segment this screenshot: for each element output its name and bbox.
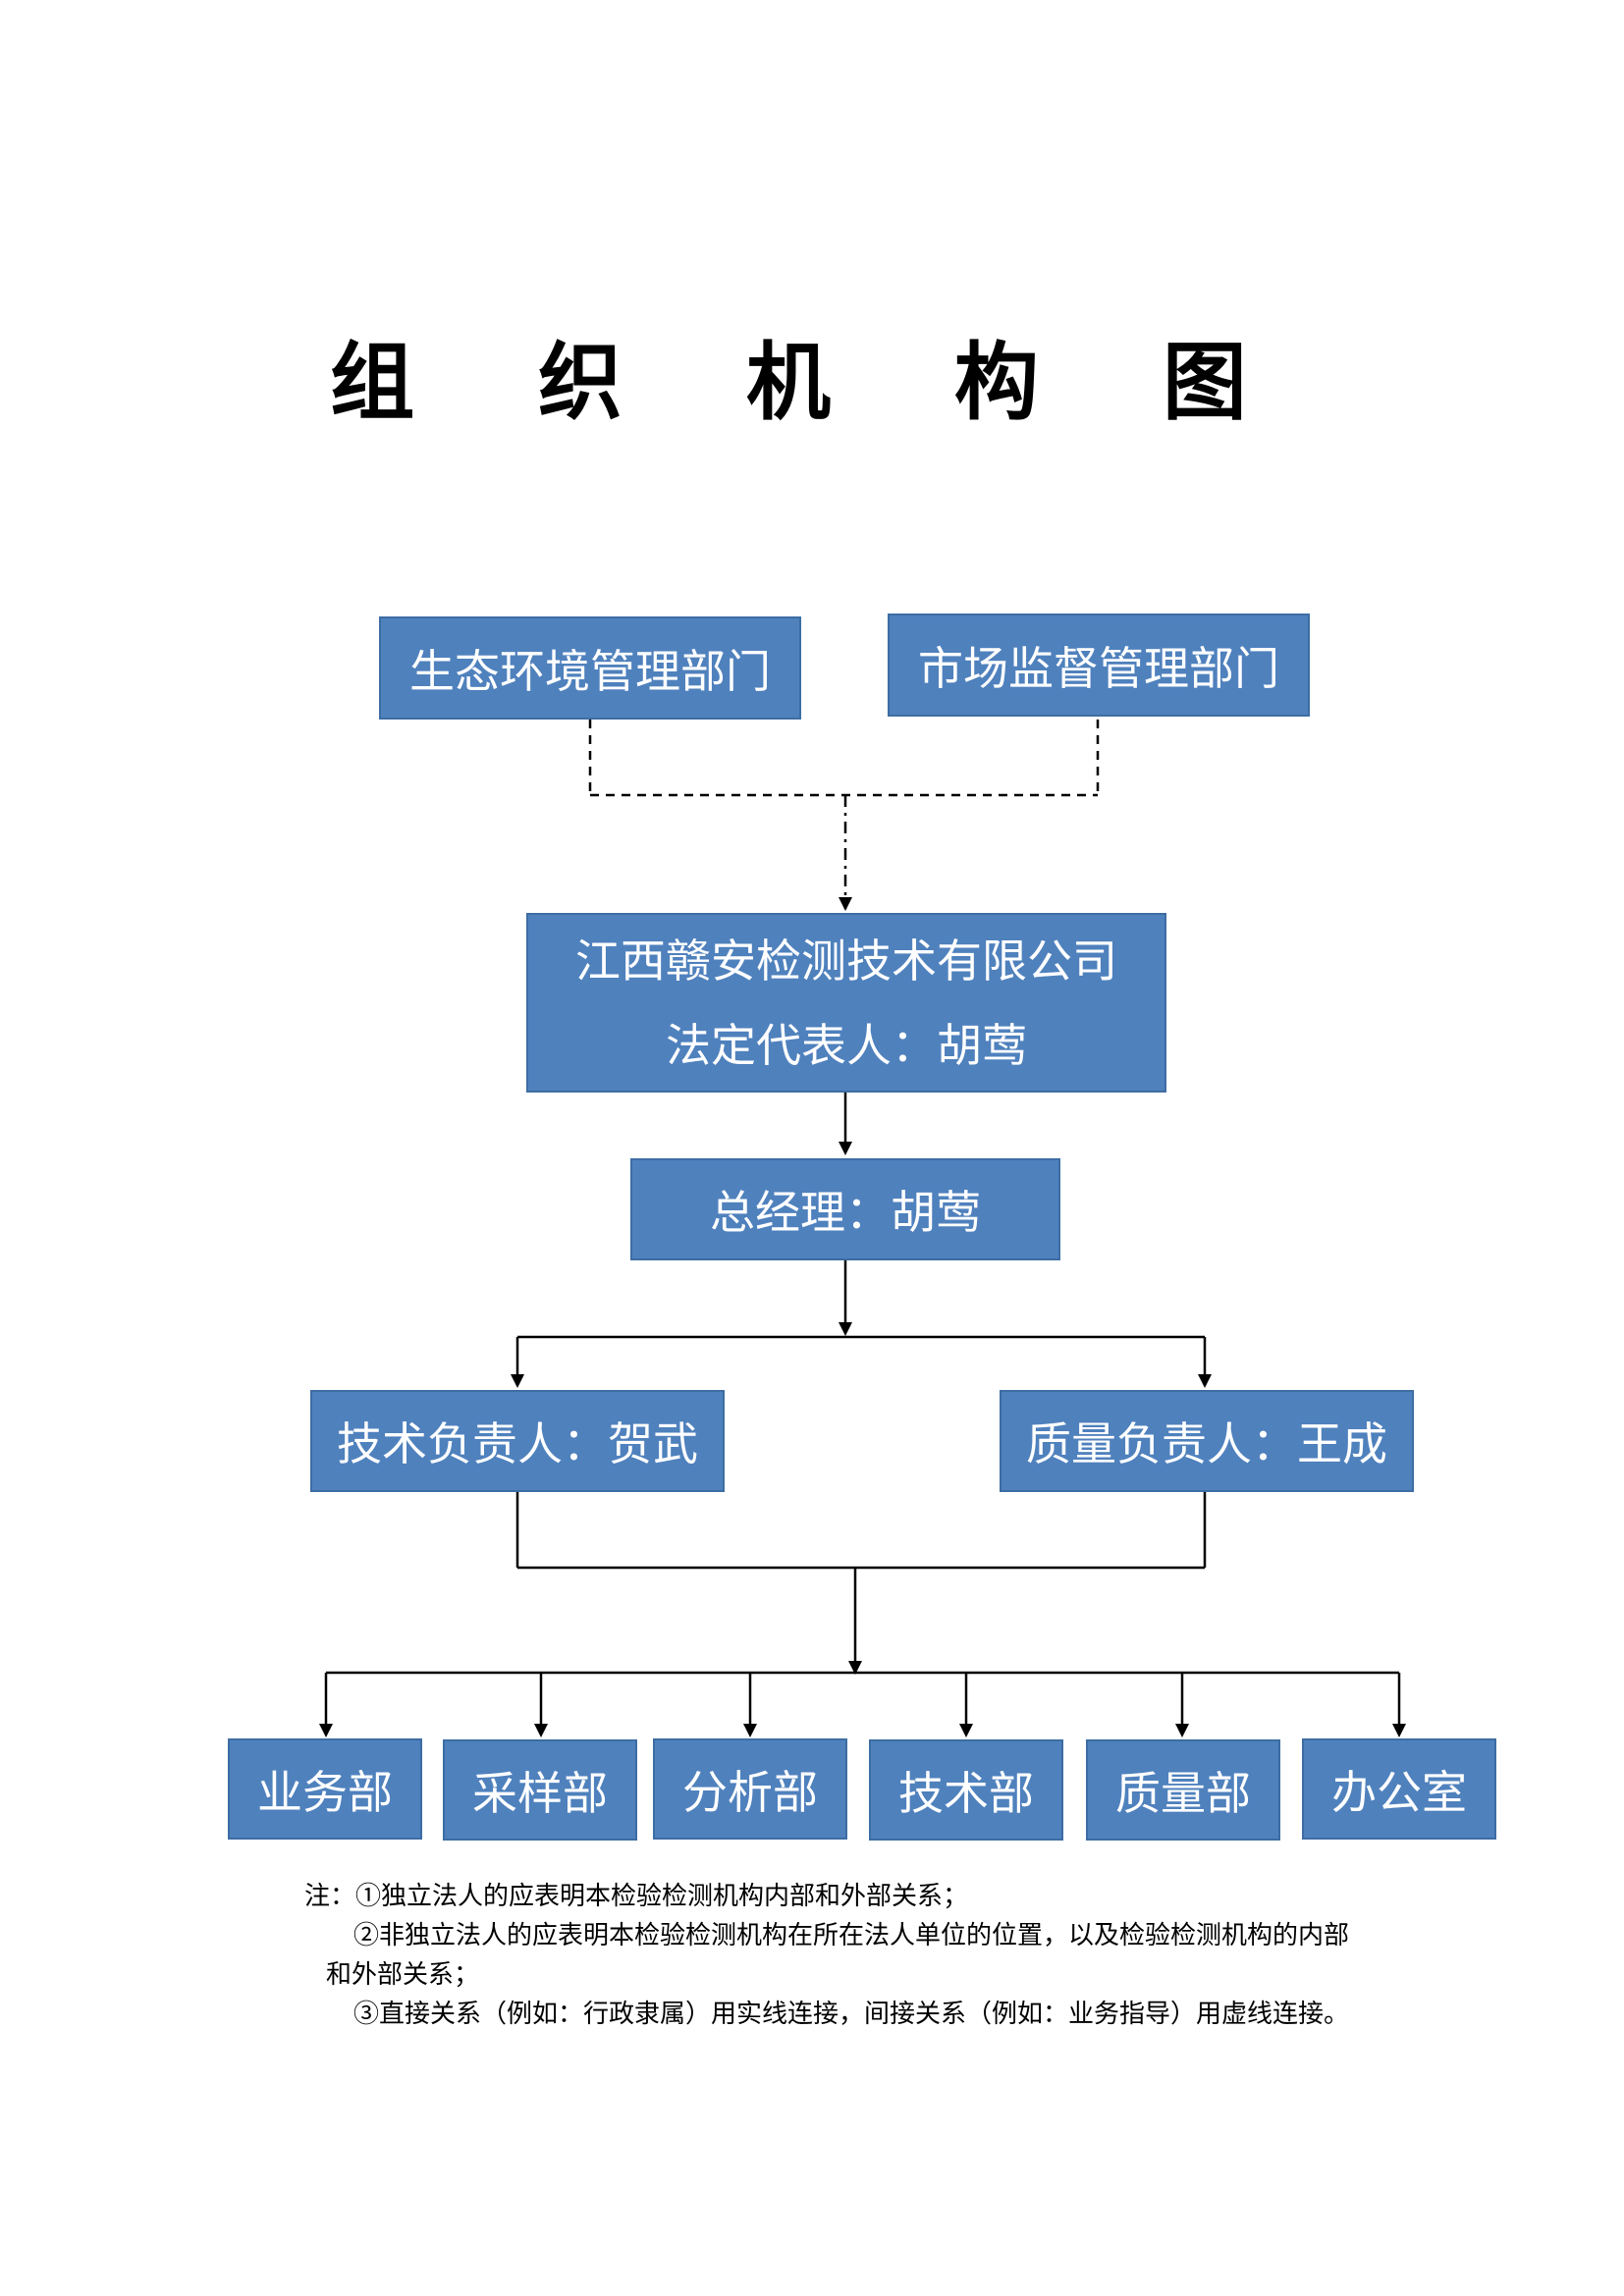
department-box: 质量部 (1086, 1739, 1280, 1841)
company-box: 江西赣安检测技术有限公司 法定代表人：胡莺 (526, 913, 1166, 1093)
direct-connector (324, 1093, 1401, 1728)
quality-manager-box: 质量负责人：王成 (1000, 1390, 1414, 1492)
note-line-2: ②非独立法人的应表明本检验检测机构在所在法人单位的位置，以及检验检测机构的内部 (353, 1921, 1350, 1950)
department-box: 分析部 (653, 1738, 847, 1840)
department-box: 办公室 (1302, 1738, 1496, 1840)
legal-representative: 法定代表人：胡莺 (666, 1018, 1027, 1072)
technical-manager-box: 技术负责人：贺武 (310, 1390, 725, 1492)
department-box: 业务部 (228, 1738, 422, 1840)
note-line-2-continued: 和外部关系； (326, 1960, 480, 1990)
external-dept-market: 市场监督管理部门 (888, 614, 1310, 717)
external-dept-ecology: 生态环境管理部门 (379, 616, 801, 720)
company-name: 江西赣安检测技术有限公司 (575, 934, 1117, 988)
arrowheads (319, 1142, 1406, 1737)
department-box: 技术部 (869, 1739, 1063, 1841)
note-line-1: 注：①独立法人的应表明本检验检测机构内部和外部关系； (304, 1882, 969, 1911)
notes: 注：①独立法人的应表明本检验检测机构内部和外部关系； ②非独立法人的应表明本检验… (304, 1877, 1443, 2034)
indirect-connector (588, 720, 1100, 797)
page-title: 组 织 机 构 图 (330, 333, 1294, 432)
note-line-3: ③直接关系（例如：行政隶属）用实线连接，间接关系（例如：业务指导）用虚线连接。 (353, 2000, 1350, 2029)
department-box: 采样部 (443, 1739, 637, 1841)
general-manager-box: 总经理：胡莺 (630, 1158, 1060, 1260)
